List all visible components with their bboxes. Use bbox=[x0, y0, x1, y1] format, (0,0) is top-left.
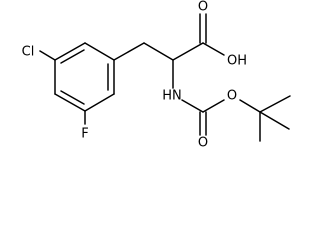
c-oh-bond bbox=[202, 42, 225, 56]
ring-double-bond bbox=[60, 90, 85, 105]
amine-label: HN bbox=[162, 89, 182, 104]
ring-double-bond bbox=[60, 49, 85, 64]
tert-methyl-bond bbox=[259, 111, 290, 130]
c-o-ester-bond bbox=[202, 99, 225, 113]
hydroxyl-label: OH bbox=[227, 54, 247, 69]
c-cl-bond bbox=[39, 50, 56, 61]
oxygen-carbamate-label: O bbox=[198, 136, 208, 151]
ring-bond bbox=[84, 42, 115, 61]
tert-methyl-bond bbox=[259, 95, 291, 113]
n-c-bond bbox=[181, 99, 204, 113]
ring-ch2-bond bbox=[113, 42, 145, 61]
ring-bond bbox=[84, 93, 115, 112]
structure-diagram: Cl F O OH HN O O bbox=[21, 0, 291, 151]
molecule-drawing: Cl F O OH HN O O bbox=[22, 0, 291, 151]
oxygen-carbonyl-acid-label: O bbox=[198, 0, 208, 15]
ring-bond bbox=[54, 93, 86, 112]
fluorine-label: F bbox=[81, 127, 88, 142]
benzene-ring bbox=[54, 42, 115, 112]
ch2-calpha-bond bbox=[143, 42, 174, 61]
ring-bond bbox=[54, 42, 86, 61]
chlorine-label: Cl bbox=[22, 45, 35, 60]
o-c-tert-bond bbox=[239, 99, 261, 113]
calpha-cooh-bond bbox=[172, 42, 204, 61]
oxygen-ester-label: O bbox=[227, 89, 237, 104]
